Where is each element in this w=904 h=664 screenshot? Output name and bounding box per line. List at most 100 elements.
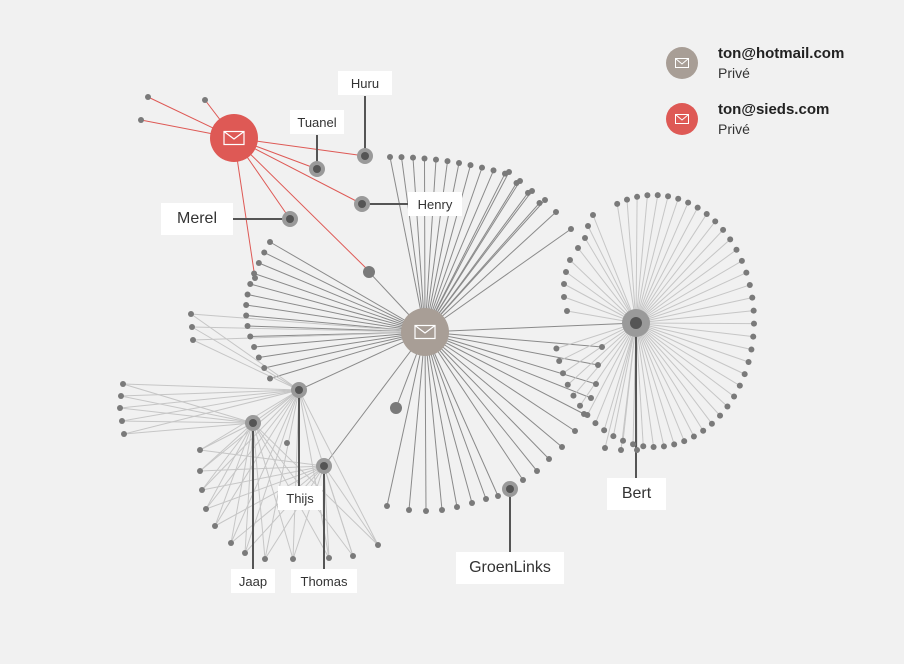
edge bbox=[199, 422, 254, 472]
label-henry[interactable]: Henry bbox=[408, 192, 462, 216]
mail-icon bbox=[675, 114, 689, 124]
edge bbox=[264, 331, 426, 369]
thomas-node[interactable] bbox=[320, 462, 328, 470]
edge bbox=[567, 322, 637, 386]
edge bbox=[269, 241, 426, 333]
contact-node bbox=[290, 556, 296, 562]
contact-node bbox=[634, 447, 640, 453]
thijs-node[interactable] bbox=[295, 386, 303, 394]
edge bbox=[298, 389, 379, 546]
contact-node bbox=[534, 468, 540, 474]
edge bbox=[424, 331, 473, 504]
edge bbox=[201, 389, 300, 491]
contact-node bbox=[138, 117, 144, 123]
contact-node bbox=[363, 266, 375, 278]
contact-node bbox=[251, 344, 258, 350]
contact-node bbox=[618, 447, 624, 453]
edge bbox=[635, 198, 679, 324]
edge bbox=[424, 167, 483, 333]
edge bbox=[424, 331, 585, 415]
label-tuanel[interactable]: Tuanel bbox=[290, 110, 344, 134]
bert-node[interactable] bbox=[630, 317, 642, 329]
edge bbox=[214, 422, 254, 527]
label-groenlinks[interactable]: GroenLinks bbox=[456, 552, 564, 584]
edge bbox=[584, 237, 637, 324]
legend-hotmail-email: ton@hotmail.com bbox=[718, 45, 845, 62]
edge bbox=[604, 322, 637, 449]
contact-node bbox=[665, 193, 672, 200]
edge bbox=[424, 331, 599, 366]
contact-node bbox=[242, 550, 248, 556]
edge bbox=[233, 137, 371, 273]
contact-node bbox=[244, 323, 251, 329]
jaap-node[interactable] bbox=[249, 419, 257, 427]
label-thomas[interactable]: Thomas bbox=[291, 569, 357, 593]
edge bbox=[323, 465, 379, 546]
contact-node bbox=[561, 294, 567, 300]
label-huru[interactable]: Huru bbox=[338, 71, 392, 95]
nodes-layer bbox=[117, 94, 757, 562]
edge bbox=[424, 158, 426, 333]
label-thijs[interactable]: Thijs bbox=[278, 486, 322, 510]
edge bbox=[199, 389, 300, 472]
contact-node bbox=[708, 420, 715, 427]
edge bbox=[635, 322, 741, 387]
edge bbox=[424, 331, 499, 497]
contact-node bbox=[199, 487, 205, 493]
contact-node bbox=[262, 556, 268, 562]
edge bbox=[201, 465, 325, 491]
edge bbox=[122, 383, 300, 391]
contact-node bbox=[120, 381, 126, 387]
edge bbox=[292, 465, 325, 560]
contact-node bbox=[444, 158, 451, 165]
edge bbox=[635, 322, 745, 375]
contact-node bbox=[212, 523, 218, 529]
contact-node bbox=[546, 456, 552, 462]
contact-node bbox=[564, 308, 570, 314]
huru-node[interactable] bbox=[361, 152, 369, 160]
merel-node[interactable] bbox=[286, 215, 294, 223]
hotmail-hub[interactable] bbox=[401, 308, 449, 356]
edge bbox=[424, 331, 524, 481]
label-bert[interactable]: Bert bbox=[607, 478, 666, 510]
contact-node bbox=[244, 291, 251, 298]
edge bbox=[424, 322, 637, 333]
edge bbox=[192, 331, 426, 341]
sieds-hub[interactable] bbox=[210, 114, 258, 162]
edge bbox=[635, 239, 731, 324]
edge bbox=[424, 331, 576, 432]
edge bbox=[635, 322, 735, 397]
contact-node bbox=[681, 438, 688, 445]
edge bbox=[579, 322, 637, 407]
contact-node bbox=[190, 337, 196, 343]
contact-node bbox=[570, 392, 577, 399]
contact-node bbox=[614, 200, 621, 207]
edge bbox=[252, 422, 294, 560]
contact-node bbox=[748, 346, 755, 353]
edge bbox=[214, 465, 325, 527]
contact-node bbox=[724, 403, 731, 410]
edge bbox=[424, 331, 458, 508]
contact-node bbox=[595, 362, 601, 368]
contact-node bbox=[483, 496, 489, 502]
edge bbox=[190, 313, 426, 333]
edge bbox=[389, 156, 426, 333]
legend-sieds-label: Privé bbox=[718, 121, 750, 137]
edge bbox=[594, 322, 637, 424]
contact-node bbox=[671, 441, 678, 448]
edge bbox=[565, 271, 637, 324]
contact-node bbox=[119, 418, 125, 424]
label-jaap[interactable]: Jaap bbox=[231, 569, 275, 593]
henry-node[interactable] bbox=[358, 200, 366, 208]
groenlinks-node[interactable] bbox=[506, 485, 514, 493]
edge bbox=[635, 196, 669, 324]
edge bbox=[269, 331, 426, 379]
contact-node bbox=[267, 239, 273, 245]
contact-node bbox=[675, 195, 682, 202]
contact-node bbox=[563, 269, 569, 275]
label-merel[interactable]: Merel bbox=[161, 203, 233, 235]
edge bbox=[424, 331, 597, 385]
contact-node bbox=[620, 437, 627, 444]
tuanel-node[interactable] bbox=[313, 165, 321, 173]
contact-node bbox=[717, 412, 724, 419]
